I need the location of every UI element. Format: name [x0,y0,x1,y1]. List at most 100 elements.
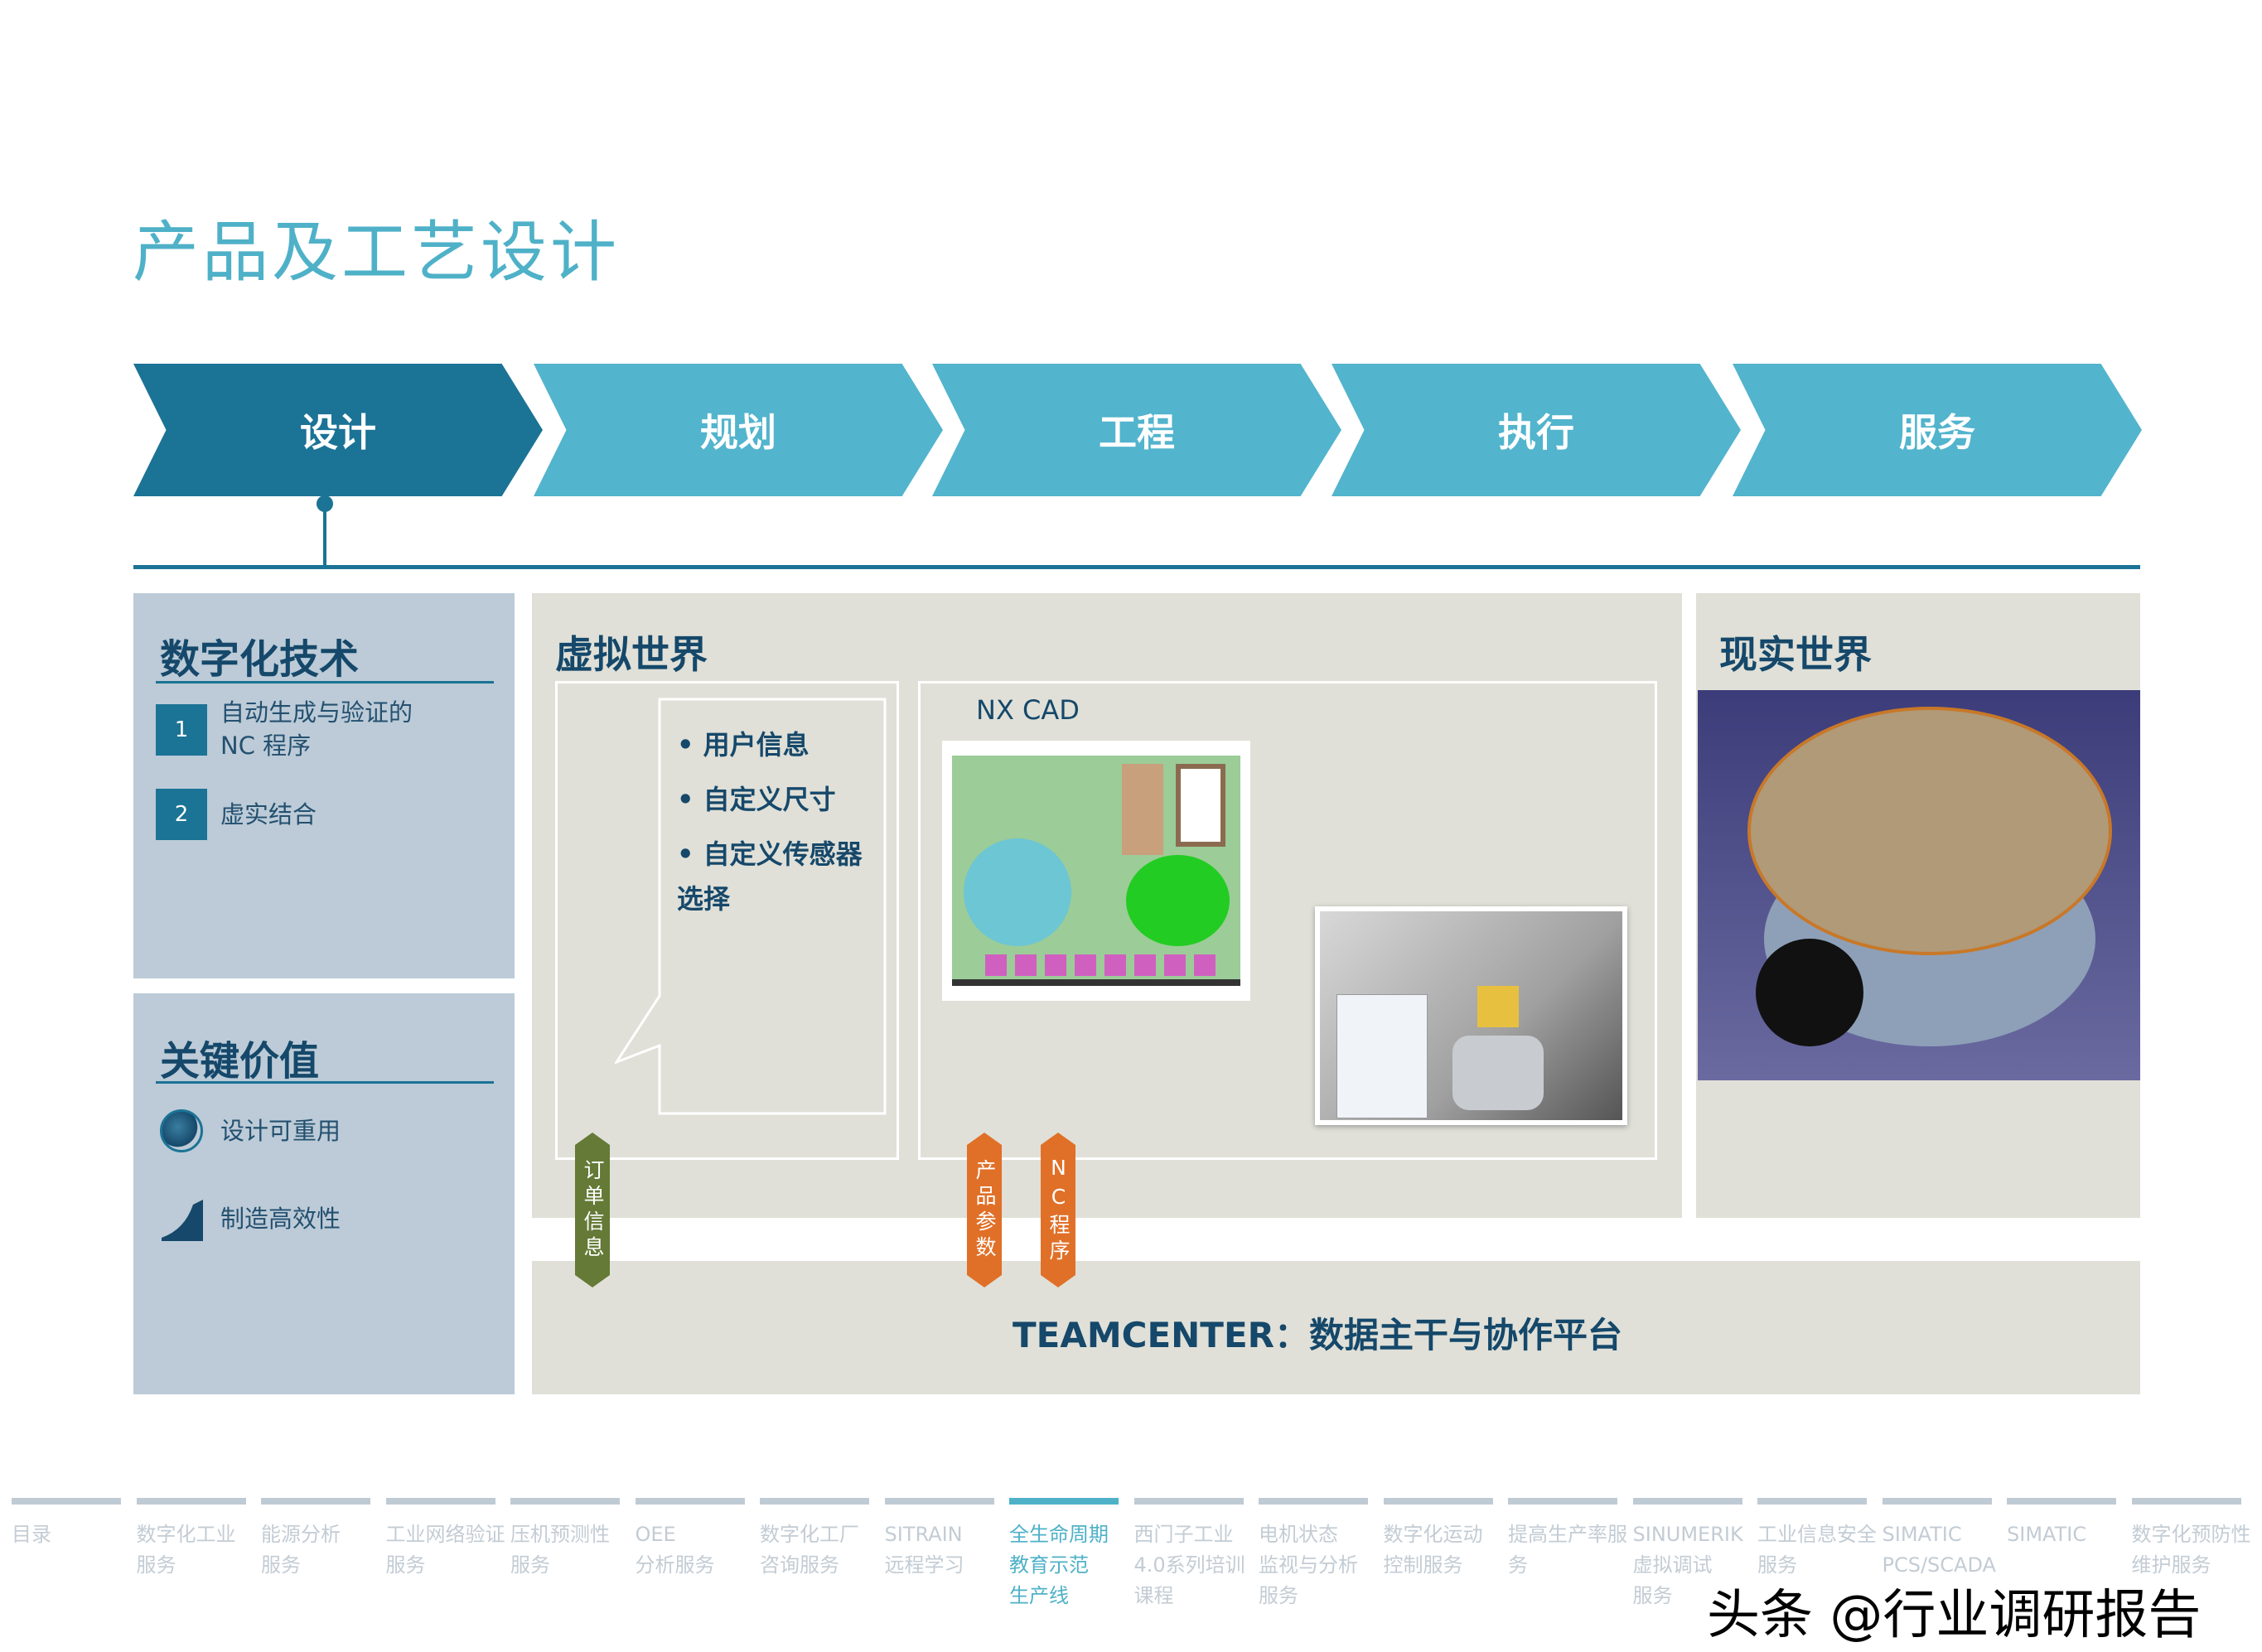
bullet-item: • 用户信息 [677,729,810,761]
nav-label: 数字化运动 控制服务 [1383,1523,1483,1577]
nav-item[interactable]: OEE 分析服务 [635,1498,756,1581]
nav-item[interactable]: SIMATIC [2007,1498,2128,1550]
nav-bar [760,1498,869,1505]
timeline-line [133,565,2140,569]
nav-label: OEE 分析服务 [635,1523,715,1577]
nav-bar [1009,1498,1119,1505]
bullet-item: • 自定义尺寸 [677,784,836,815]
nav-item[interactable]: 电机状态 监视与分析 服务 [1259,1498,1380,1611]
number-badge: 2 [156,789,207,840]
nx-box [918,681,1657,1160]
nav-label: 数字化工厂 咨询服务 [760,1523,859,1577]
nav-item[interactable]: SITRAIN 远程学习 [884,1498,1006,1581]
cnc-machine-image [1315,906,1627,1125]
teamcenter-label: TEAMCENTER：数据主干与协作平台 [1013,1315,1622,1355]
nav-item[interactable]: 目录 [12,1498,133,1550]
nav-label: 工业网络验证 服务 [385,1523,505,1577]
clock-icon [160,1109,203,1152]
nav-bar [261,1498,370,1505]
nav-item[interactable]: SIMATIC PCS/SCADA [1882,1498,2003,1581]
nav-bar [1259,1498,1368,1505]
nav-bar [2131,1498,2241,1505]
nav-bar [510,1498,620,1505]
nav-item[interactable]: 工业信息安全 服务 [1757,1498,1878,1581]
watermark: 头条 @行业调研报告 [1707,1585,2202,1646]
step-2[interactable]: 规划 [534,364,943,496]
nav-item[interactable]: SINUMERIK 虚拟调试 服务 [1632,1498,1754,1611]
step-4[interactable]: 执行 [1332,364,1741,496]
nav-label: 数字化预防性 维护服务 [2131,1523,2251,1577]
nav-item[interactable]: 能源分析 服务 [261,1498,382,1581]
digital-tech-heading: 数字化技术 [160,636,360,683]
nav-item[interactable]: 西门子工业 4.0系列培训 课程 [1133,1498,1255,1611]
divider [156,681,494,684]
product-params-arrow: 产品参数 [967,1133,1002,1287]
value-item: 制造高效性 [220,1205,341,1233]
bullet-item: • 自定义传感器 选择 [677,838,863,915]
nav-bar [1757,1498,1867,1505]
growth-chart-icon [162,1200,203,1241]
teamcenter-bar: TEAMCENTER：数据主干与协作平台 [532,1261,2140,1394]
nav-label: 电机状态 监视与分析 服务 [1259,1523,1358,1607]
nav-item[interactable]: 压机预测性 服务 [510,1498,631,1581]
nc-program-arrow: NC程序 [1041,1133,1075,1287]
key-value-panel: 关键价值 设计可重用 制造高效性 [133,993,515,1394]
robot-render-image [1698,690,2140,1080]
timeline-stem [323,505,326,568]
order-info-arrow: 订单信息 [575,1133,610,1287]
nav-bar [385,1498,495,1505]
nav-label: 全生命周期 教育示范 生产线 [1009,1523,1109,1607]
nav-item[interactable]: 数字化运动 控制服务 [1383,1498,1505,1581]
speech-bubble [615,698,887,1115]
nav-label: SIMATIC [2007,1523,2087,1546]
nav-bar [1882,1498,1992,1505]
nav-label: 能源分析 服务 [261,1523,341,1577]
step-3[interactable]: 工程 [932,364,1341,496]
tech-item: 自动生成与验证的 NC 程序 [220,698,413,760]
nav-bar [884,1498,994,1505]
real-world-panel: 现实世界 [1696,593,2140,1218]
nav-bar [136,1498,246,1505]
nav-bar [1383,1498,1493,1505]
key-value-heading: 关键价值 [160,1038,320,1084]
virtual-world-panel: 虚拟世界 • 用户信息 • 自定义尺寸 • 自定义传感器 选择 NX CAD [532,593,1682,1218]
nav-bar [1508,1498,1617,1505]
bullet-text: 自定义尺寸 [703,784,836,815]
page-title: 产品及工艺设计 [133,214,620,291]
nav-item[interactable]: 数字化工业 服务 [136,1498,258,1581]
virtual-world-heading: 虚拟世界 [555,632,708,677]
nav-label: 目录 [12,1523,51,1546]
nav-bar [635,1498,745,1505]
nav-label: 压机预测性 服务 [510,1523,610,1577]
nx-cad-label: NX CAD [976,694,1080,726]
bullet-text: 自定义传感器 选择 [677,838,863,915]
nav-bar [1133,1498,1244,1505]
divider [156,1081,494,1084]
nav-item[interactable]: 全生命周期 教育示范 生产线 [1009,1498,1130,1611]
nav-label: SINUMERIK 虚拟调试 服务 [1632,1523,1743,1607]
nav-item[interactable]: 数字化预防性 维护服务 [2131,1498,2253,1581]
nav-label: 提高生产率服 务 [1508,1523,1627,1577]
order-box [555,681,899,1160]
timeline-dot [317,495,333,512]
digital-tech-panel: 数字化技术 1 自动生成与验证的 NC 程序 2 虚实结合 [133,593,515,978]
bullet-list: • 用户信息 • 自定义尺寸 • 自定义传感器 选择 [677,717,863,921]
real-world-heading: 现实世界 [1719,632,1872,677]
nav-bar [12,1498,121,1505]
nav-label: SITRAIN 远程学习 [884,1523,964,1577]
nav-item[interactable]: 工业网络验证 服务 [385,1498,507,1581]
nav-bar [2007,1498,2116,1505]
cad-model-image [942,741,1250,1001]
nav-label: 数字化工业 服务 [136,1523,236,1577]
nav-bar [1632,1498,1742,1505]
tech-item: 虚实结合 [220,800,317,828]
step-5[interactable]: 服务 [1733,364,2142,496]
value-item: 设计可重用 [220,1117,341,1145]
nav-label: 西门子工业 4.0系列培训 课程 [1133,1523,1245,1607]
nav-item[interactable]: 数字化工厂 咨询服务 [760,1498,881,1581]
step-1[interactable]: 设计 [133,364,543,496]
nav-item[interactable]: 提高生产率服 务 [1508,1498,1629,1581]
nav-label: SIMATIC PCS/SCADA [1882,1523,1996,1577]
bullet-text: 用户信息 [703,729,810,761]
nav-label: 工业信息安全 服务 [1757,1523,1877,1577]
